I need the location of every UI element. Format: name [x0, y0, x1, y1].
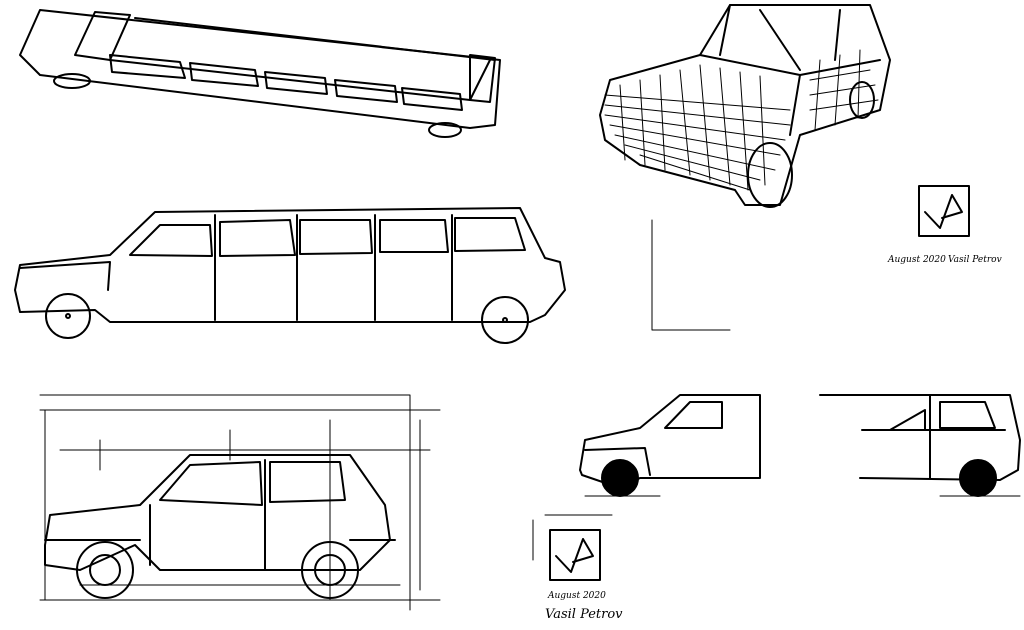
panda-front-half-sketch — [579, 394, 761, 497]
signature-block-2: August 2020 Vasil Petrov — [532, 514, 623, 622]
limousine-side-sketch — [14, 207, 566, 344]
frame-corner-line — [651, 219, 731, 331]
panda-blueprint-sketch — [39, 394, 441, 611]
signature-date: August 2020 — [887, 255, 946, 265]
signature-name: Vasil Petrov — [545, 607, 623, 622]
signature-name: Vasil Petrov — [948, 255, 1002, 265]
panda-rear-half-sketch — [819, 394, 1021, 497]
signature-block-1: August 2020 Vasil Petrov — [887, 185, 1002, 265]
plaid-car-perspective-sketch — [599, 4, 891, 208]
signature-date: August 2020 — [547, 591, 606, 601]
limousine-perspective-sketch — [19, 9, 501, 138]
